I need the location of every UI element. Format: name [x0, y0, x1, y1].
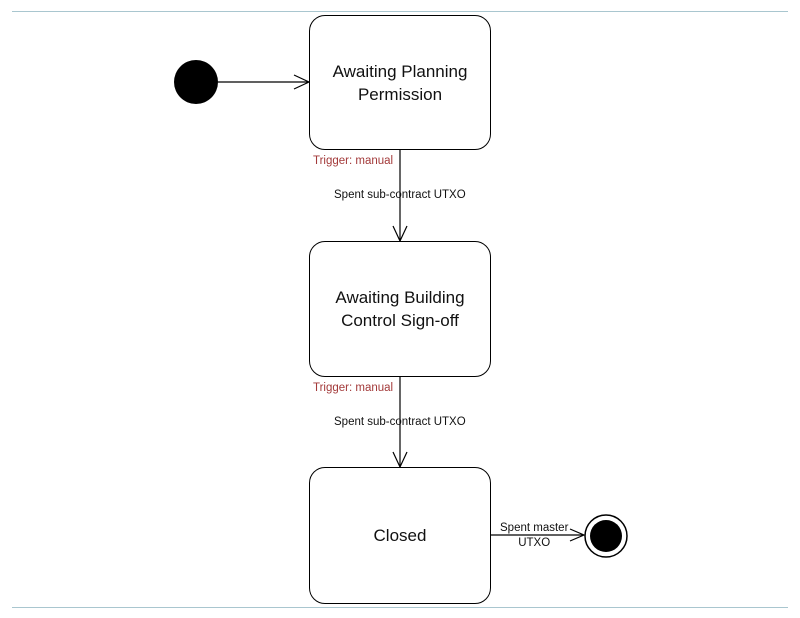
transition-1-trigger: Trigger: manual	[313, 155, 394, 167]
state-awaiting-planning-permission[interactable]: Awaiting Planning Permission	[309, 15, 491, 150]
top-rule	[12, 11, 788, 12]
transition-3-label-line1: Spent master	[500, 522, 569, 534]
state-label-line1: Awaiting Building	[335, 288, 465, 307]
state-label-line2: Permission	[357, 84, 443, 104]
transition-2-label: Spent sub-contract UTXO	[334, 416, 466, 428]
state-label: Closed	[373, 526, 427, 545]
transition-2-trigger: Trigger: manual	[313, 382, 394, 394]
final-node	[590, 520, 622, 552]
transition-3-label: Spent master UTXO	[500, 521, 568, 551]
state-closed[interactable]: Closed	[309, 467, 491, 604]
transition-3-arrowhead	[569, 528, 586, 542]
state-awaiting-building-control-sign-off[interactable]: Awaiting Building Control Sign-off	[309, 241, 491, 377]
state-label-line2: Control Sign-off	[341, 311, 459, 330]
transition-3-label-line2: UTXO	[518, 537, 551, 549]
initial-node	[174, 60, 218, 104]
transition-1-label: Spent sub-contract UTXO	[334, 189, 466, 201]
state-label-line1: Awaiting Planning	[332, 61, 468, 81]
bottom-rule	[12, 607, 788, 608]
